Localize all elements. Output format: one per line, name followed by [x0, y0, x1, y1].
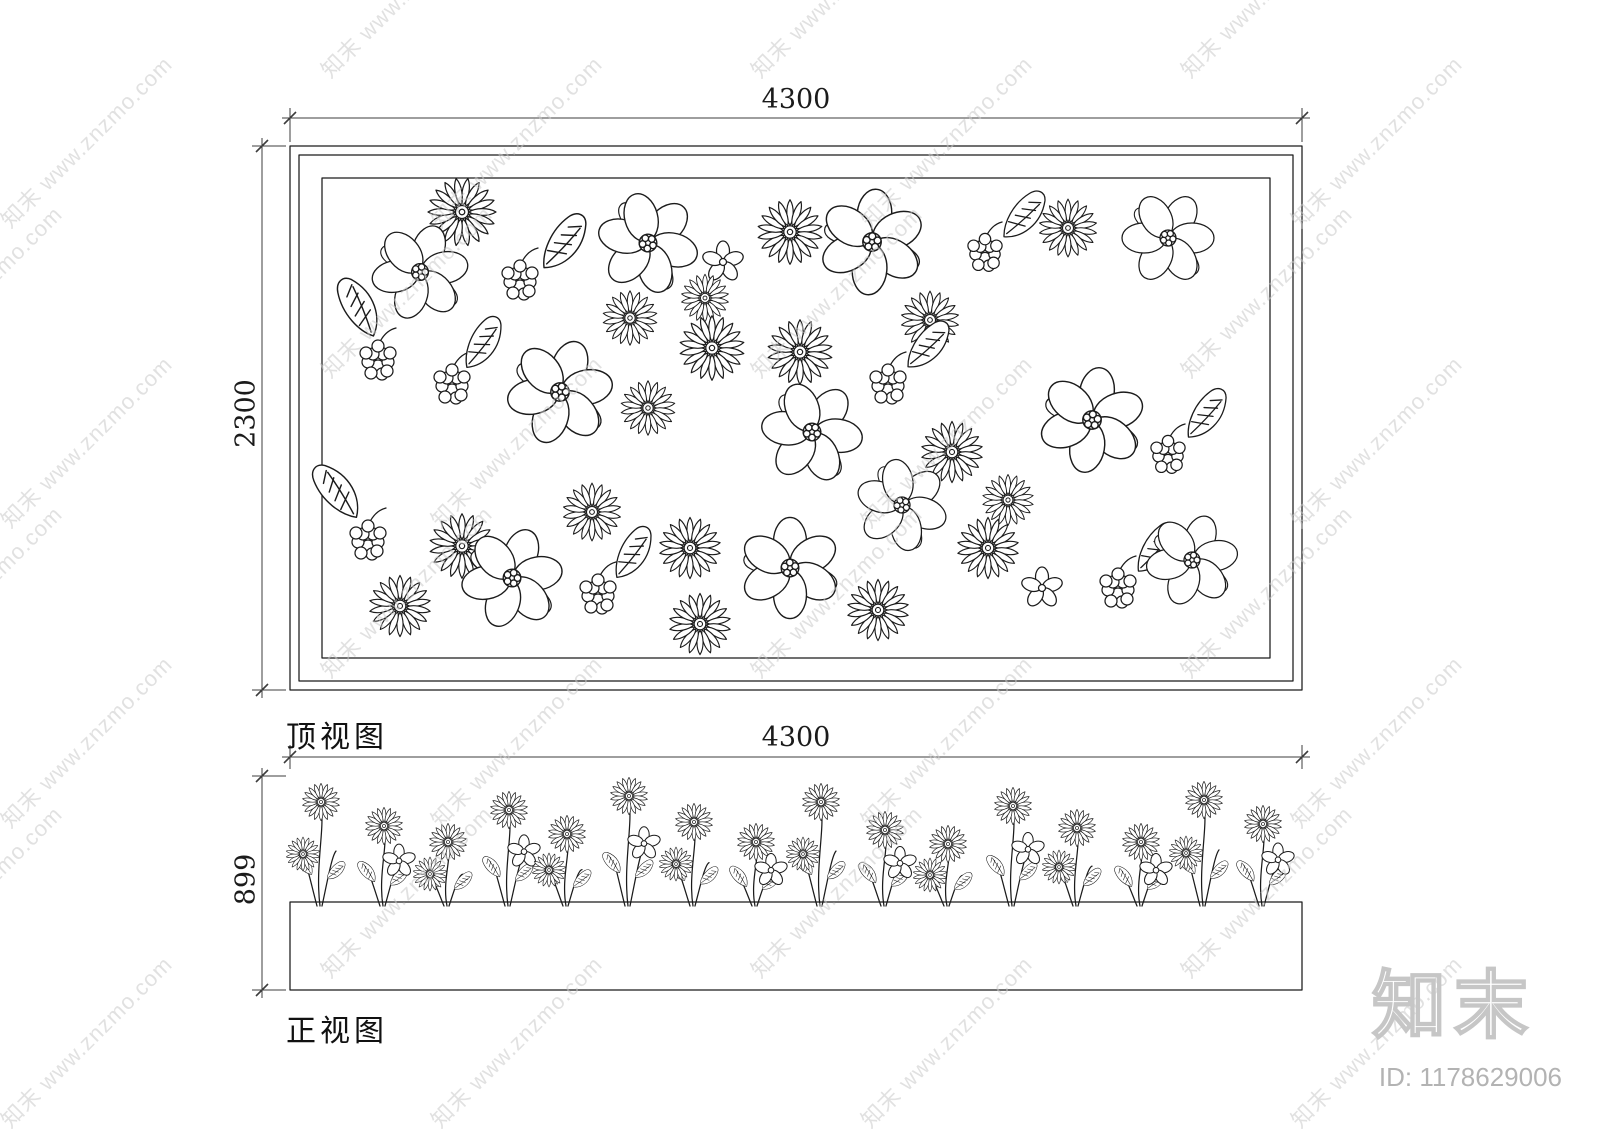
flower-daisy	[659, 516, 721, 580]
flower-peony	[857, 458, 947, 552]
flower-daisy	[427, 177, 497, 247]
flower-peony	[761, 383, 863, 481]
flower-daisy	[767, 319, 833, 385]
flower-berry	[967, 221, 1003, 272]
flower-leaf	[615, 525, 652, 579]
flower-peony	[743, 516, 838, 620]
dimension-lines	[252, 108, 1310, 998]
flower-peony	[461, 529, 563, 627]
dim-label-front-height: 899	[230, 853, 262, 906]
front-flower-clump	[912, 824, 973, 907]
flower-daisy	[563, 482, 621, 542]
flower-leaf	[311, 464, 359, 519]
front-flower-clump	[482, 790, 541, 907]
flower-leaf	[907, 320, 950, 368]
flower-berry	[359, 327, 397, 381]
flower-leaf	[543, 213, 587, 269]
flower-berry	[501, 247, 539, 301]
flower-peony	[371, 225, 469, 319]
flower-berry	[1099, 555, 1137, 609]
front-flower-clump	[357, 806, 416, 907]
flower-daisy	[1039, 198, 1097, 258]
flower-daisy	[757, 199, 823, 265]
front-flower-clump	[785, 782, 846, 907]
dim-label-top-height: 2300	[230, 379, 262, 448]
front-flower-clump	[531, 814, 592, 907]
front-flower-clump	[1114, 822, 1173, 907]
flower-peony	[1145, 515, 1239, 605]
front-flower-clump	[1168, 780, 1229, 907]
flower-leaf	[1187, 388, 1227, 438]
front-view-label: 正视图	[286, 1015, 388, 1048]
flower-berry	[579, 561, 617, 615]
flower-leaf	[336, 277, 378, 337]
flower-peony	[822, 188, 922, 296]
flower-daisy	[369, 574, 431, 638]
flower-berry	[349, 507, 387, 561]
flower-peony	[507, 340, 613, 444]
front-flower-clump	[986, 786, 1045, 907]
front-flower-clump	[1041, 808, 1102, 907]
flower-daisy	[957, 516, 1019, 580]
site-logo: 知末	[1371, 963, 1536, 1048]
flower-daisy	[669, 592, 731, 656]
image-id: ID: 1178629006	[1378, 1062, 1562, 1092]
dim-label-top-width: 4300	[761, 84, 831, 115]
drawing-group	[285, 145, 1303, 991]
flower-peony	[1040, 367, 1144, 473]
flower-daisy	[847, 578, 909, 642]
flower-blossom	[702, 240, 744, 281]
flower-daisy	[679, 315, 745, 381]
front-flower-clump	[858, 810, 917, 907]
front-flower-clump	[285, 782, 346, 907]
top-view-label: 顶视图	[286, 721, 388, 754]
flower-leaf	[1003, 190, 1046, 238]
flower-blossom	[1021, 566, 1063, 607]
flower-leaf	[465, 315, 502, 369]
dim-label-front-width: 4300	[761, 722, 831, 753]
front-flower-clump	[412, 822, 473, 907]
flower-daisy	[681, 273, 729, 323]
front-flower-clump	[658, 802, 719, 907]
flower-berry	[869, 351, 907, 405]
flower-berry	[1150, 423, 1186, 474]
flower-peony	[598, 193, 698, 293]
flower-peony	[1121, 196, 1215, 280]
flower-daisy	[620, 380, 676, 436]
front-flower-clump	[1236, 804, 1295, 907]
front-flower-clump	[729, 822, 788, 907]
flower-daisy	[982, 474, 1034, 526]
front-flower-clump	[602, 776, 661, 907]
flower-daisy	[602, 290, 658, 346]
